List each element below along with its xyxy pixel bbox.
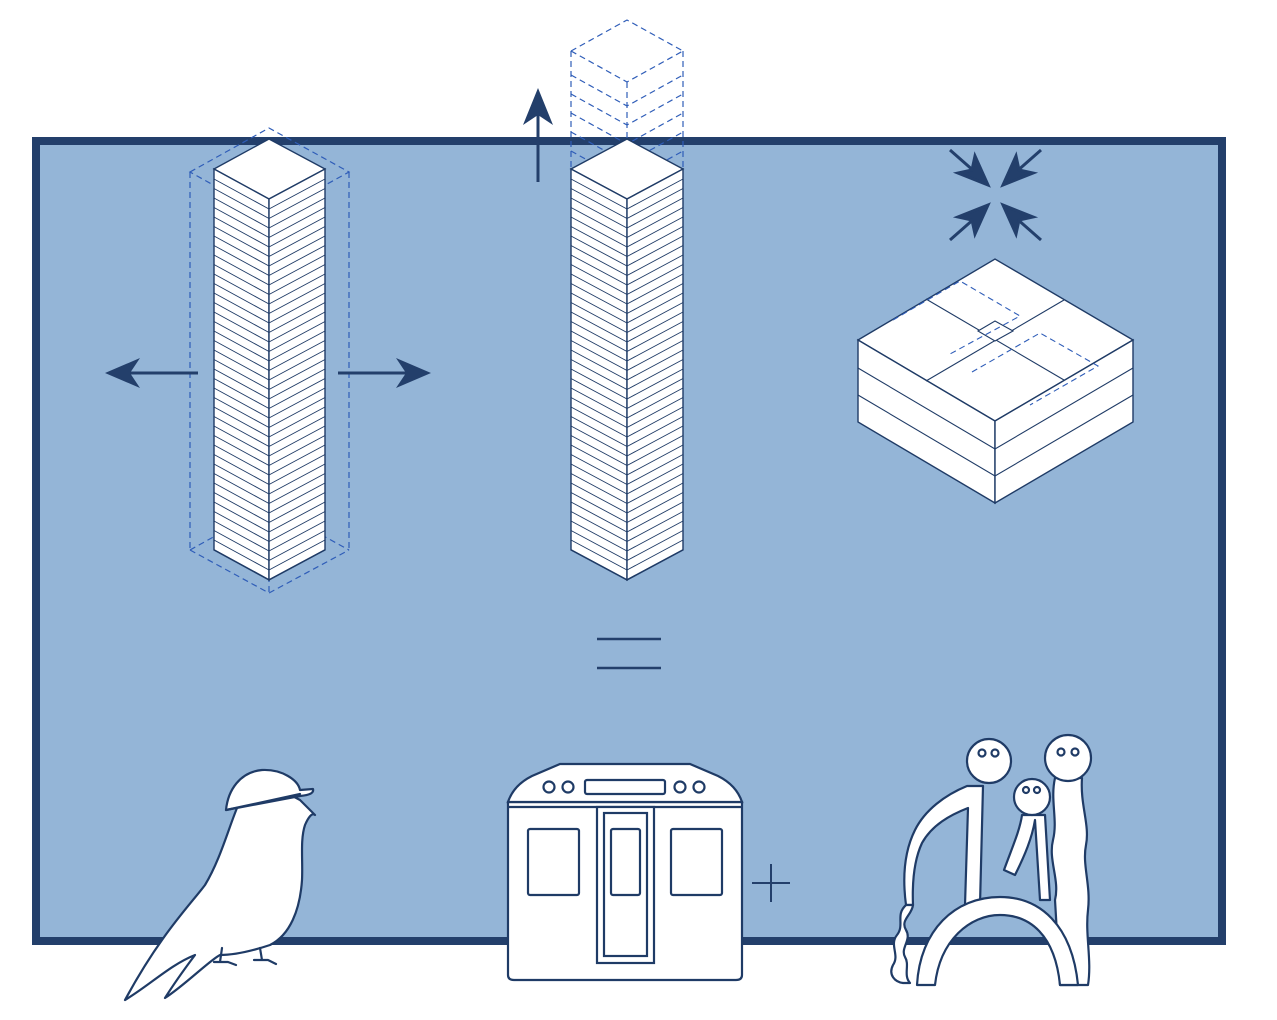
floor-line xyxy=(213,539,326,571)
floor-line xyxy=(213,435,326,467)
floor-line xyxy=(213,188,326,220)
floor-line xyxy=(213,349,326,381)
floor-line xyxy=(570,387,684,419)
floor-line xyxy=(213,549,326,581)
floor-line xyxy=(213,226,326,258)
floor-line xyxy=(213,406,326,438)
floor-line xyxy=(213,473,326,505)
train-icon xyxy=(506,762,744,982)
floor-line xyxy=(213,235,326,267)
floor-line xyxy=(570,473,684,505)
plus-sign-icon xyxy=(752,864,790,902)
floor-line xyxy=(570,178,684,210)
floor-line xyxy=(213,511,326,543)
floor-line xyxy=(570,330,684,362)
sculpture-icon xyxy=(890,733,1093,987)
floor-line xyxy=(570,501,684,533)
floor-line xyxy=(213,397,326,429)
floor-line xyxy=(570,416,684,448)
floor-line xyxy=(570,254,684,286)
floor-line xyxy=(570,264,684,296)
floor-line xyxy=(570,216,684,248)
compact-block-icon xyxy=(856,148,1135,505)
floor-line xyxy=(213,368,326,400)
floor-line xyxy=(570,549,684,581)
floor-line xyxy=(570,359,684,391)
floor-line xyxy=(570,311,684,343)
floor-line xyxy=(213,463,326,495)
floor-line xyxy=(213,425,326,457)
floor-line xyxy=(213,501,326,533)
floor-line xyxy=(570,454,684,486)
floor-line xyxy=(213,302,326,334)
floor-line xyxy=(213,292,326,324)
extension-floor-line xyxy=(570,93,684,126)
floor-line xyxy=(213,444,326,476)
extension-floor-line xyxy=(570,74,684,107)
floor-line xyxy=(213,416,326,448)
floor-line xyxy=(570,539,684,571)
floor-line xyxy=(213,178,326,210)
floor-line xyxy=(570,425,684,457)
floor-line xyxy=(570,520,684,552)
floor-line xyxy=(570,207,684,239)
wider-tower-icon xyxy=(105,127,431,594)
floor-line xyxy=(213,207,326,239)
floor-line xyxy=(213,454,326,486)
floor-line xyxy=(570,197,684,229)
bird-icon xyxy=(123,768,317,1002)
floor-line xyxy=(213,216,326,248)
floor-line xyxy=(570,378,684,410)
floor-line xyxy=(213,321,326,353)
floor-line xyxy=(213,387,326,419)
floor-line xyxy=(570,444,684,476)
floor-line xyxy=(570,245,684,277)
floor-line xyxy=(570,530,684,562)
equals-sign-icon xyxy=(597,637,661,670)
floor-line xyxy=(570,435,684,467)
floor-line xyxy=(570,321,684,353)
floor-line xyxy=(213,273,326,305)
floor-line xyxy=(570,397,684,429)
floor-line xyxy=(213,530,326,562)
floor-line xyxy=(570,463,684,495)
floor-line xyxy=(213,330,326,362)
floor-line xyxy=(213,245,326,277)
floor-line xyxy=(213,482,326,514)
floor-line xyxy=(213,359,326,391)
floor-line xyxy=(213,283,326,315)
floor-line xyxy=(570,302,684,334)
floor-line xyxy=(213,340,326,372)
floor-line xyxy=(213,311,326,343)
taller-tower-icon xyxy=(523,19,685,582)
floor-line xyxy=(570,368,684,400)
floor-line xyxy=(570,482,684,514)
floor-line xyxy=(570,273,684,305)
floor-line xyxy=(213,492,326,524)
floor-line xyxy=(570,349,684,381)
floor-line xyxy=(570,235,684,267)
floor-line xyxy=(570,188,684,220)
floor-line xyxy=(213,264,326,296)
floor-line xyxy=(570,340,684,372)
floor-line xyxy=(570,406,684,438)
floor-line xyxy=(570,511,684,543)
floor-line xyxy=(213,254,326,286)
floor-line xyxy=(570,226,684,258)
floor-line xyxy=(570,492,684,524)
floor-line xyxy=(213,197,326,229)
floor-line xyxy=(213,378,326,410)
floor-line xyxy=(213,520,326,552)
floor-line xyxy=(570,292,684,324)
floor-line xyxy=(570,283,684,315)
